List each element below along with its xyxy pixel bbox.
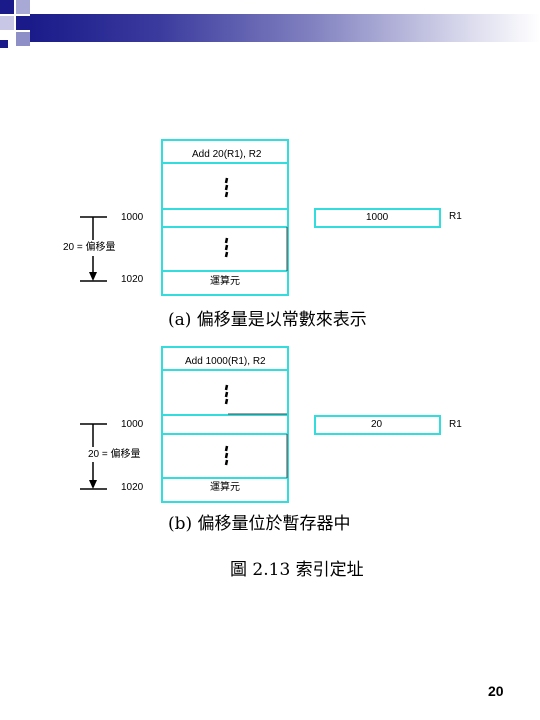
address-end-a: 1020 <box>121 274 144 285</box>
caption-b: (b) 偏移量位於暫存器中 <box>168 514 351 534</box>
instruction-label-a: Add 20(R1), R2 <box>192 149 262 160</box>
header-decoration <box>0 0 540 60</box>
register-value-b: 20 <box>371 419 383 430</box>
figure-caption: 圖 2.13 索引定址 <box>230 560 364 580</box>
instruction-label-b: Add 1000(R1), R2 <box>185 356 266 367</box>
offset-label-a: 20 = 偏移量 <box>63 242 116 253</box>
deco-square <box>0 40 8 48</box>
register-box-b <box>314 415 441 435</box>
address-start-a: 1000 <box>121 212 144 223</box>
gradient-bar <box>30 14 540 42</box>
address-start-b: 1000 <box>121 419 144 430</box>
offset-label-b: 20 = 偏移量 <box>88 449 141 460</box>
deco-square <box>16 0 30 14</box>
register-name-a: R1 <box>449 211 462 222</box>
ellipsis-marks <box>224 177 229 466</box>
deco-square <box>16 32 30 46</box>
arrow-down-icon <box>89 272 97 281</box>
register-name-b: R1 <box>449 419 462 430</box>
operand-label-b: 運算元 <box>210 482 240 493</box>
page-number: 20 <box>488 683 504 699</box>
address-end-b: 1020 <box>121 482 144 493</box>
deco-square <box>0 16 14 30</box>
memory-column-a <box>161 139 289 296</box>
deco-square <box>0 0 14 14</box>
arrow-down-icon <box>89 480 97 489</box>
register-value-a: 1000 <box>366 212 389 223</box>
register-box-a <box>314 208 441 228</box>
memory-column-b <box>161 346 289 503</box>
operand-label-a: 運算元 <box>210 276 240 287</box>
caption-a: (a) 偏移量是以常數來表示 <box>168 310 367 330</box>
deco-square <box>16 16 30 30</box>
